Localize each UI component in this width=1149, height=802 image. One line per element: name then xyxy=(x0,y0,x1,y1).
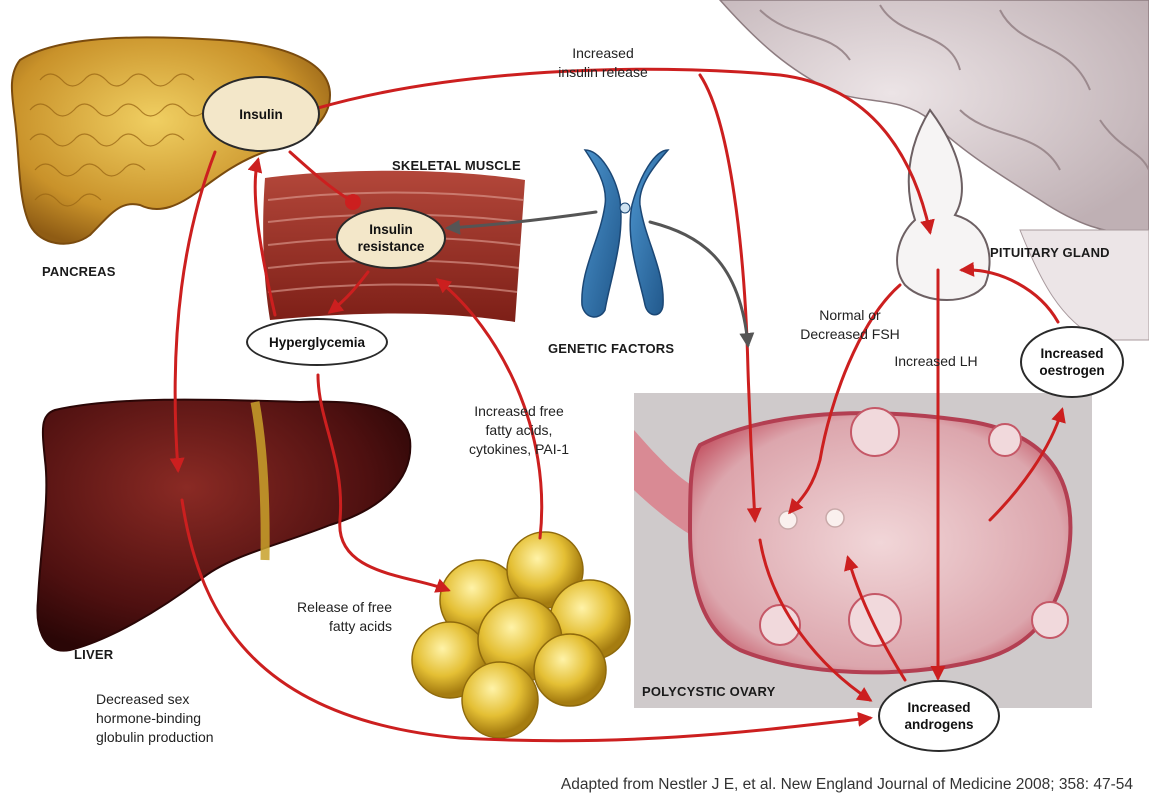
skeletal-muscle-label: SKELETAL MUSCLE xyxy=(392,158,521,173)
insulin-resistance-node-label: Insulin resistance xyxy=(358,221,425,255)
increased-androgens-node: Increased androgens xyxy=(878,680,1000,752)
hyperglycemia-node: Hyperglycemia xyxy=(246,318,388,366)
liver-label: LIVER xyxy=(74,647,113,662)
release-free-fatty-acids-note: Release of free fatty acids xyxy=(262,598,392,636)
polycystic-ovary-illustration xyxy=(634,393,1092,708)
normal-or-decreased-fsh-note: Normal or Decreased FSH xyxy=(780,306,920,344)
increased-lh-note: Increased LH xyxy=(876,352,996,371)
decreased-shbg-note: Decreased sex hormone-binding globulin p… xyxy=(96,690,266,747)
insulin-node-label: Insulin xyxy=(239,106,283,123)
fat-cells-illustration xyxy=(412,532,630,738)
chromosome-illustration xyxy=(582,150,668,317)
increased-oestrogen-node: Increased oestrogen xyxy=(1020,326,1124,398)
hyperglycemia-node-label: Hyperglycemia xyxy=(269,334,365,351)
polycystic-ovary-label: POLYCYSTIC OVARY xyxy=(642,684,775,699)
increased-androgens-node-label: Increased androgens xyxy=(904,699,973,733)
pancreas-label: PANCREAS xyxy=(42,264,116,279)
insulin-node: Insulin xyxy=(202,76,320,152)
increased-free-fatty-acids-note: Increased free fatty acids, cytokines, P… xyxy=(454,402,584,459)
genetic-factors-label: GENETIC FACTORS xyxy=(548,341,674,356)
insulin-resistance-node: Insulin resistance xyxy=(336,207,446,269)
increased-oestrogen-node-label: Increased oestrogen xyxy=(1039,345,1104,379)
citation: Adapted from Nestler J E, et al. New Eng… xyxy=(561,776,1133,794)
pituitary-gland-label: PITUITARY GLAND xyxy=(990,245,1110,260)
increased-insulin-release-note: Increased insulin release xyxy=(538,44,668,82)
